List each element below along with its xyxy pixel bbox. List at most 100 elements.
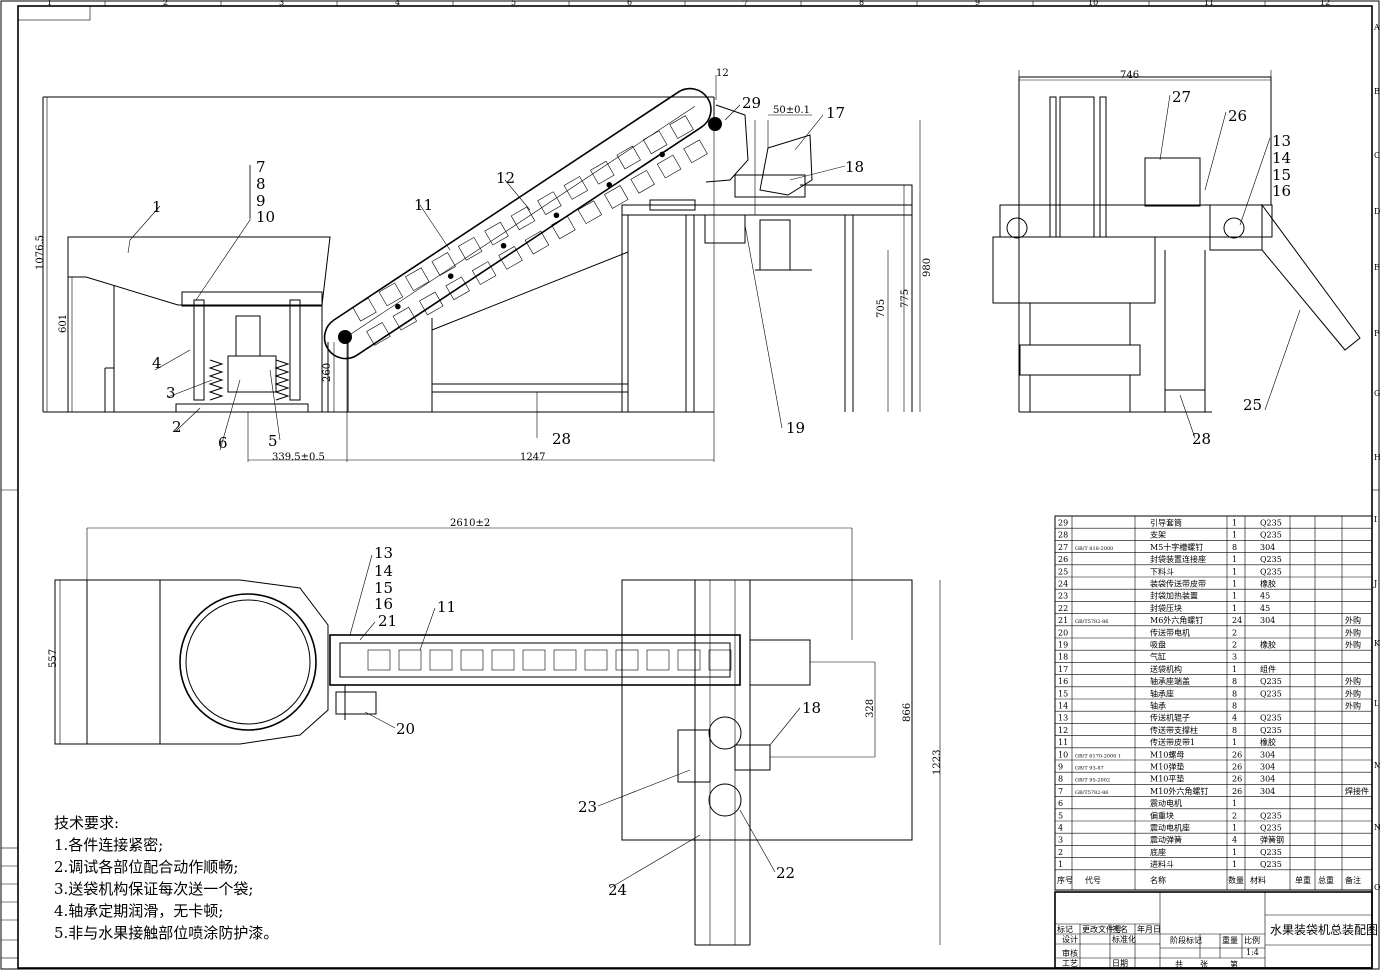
- bom-no: 17: [1058, 665, 1068, 674]
- bom-name: 轴承座端盖: [1150, 676, 1190, 686]
- plan-view: [54, 579, 913, 946]
- dim-705: 705: [876, 299, 887, 318]
- bom-name: 震动弹簧: [1150, 835, 1182, 845]
- bom-no: 27: [1058, 543, 1068, 552]
- bom-name: 传送机辊子: [1150, 713, 1190, 723]
- tech-item: 5.非与水果接触部位喷涂防护漆。: [54, 924, 279, 942]
- balloon-p18: 18: [802, 699, 821, 717]
- bom-name: 引导套筒: [1150, 518, 1182, 528]
- bom-qty: 8: [1232, 689, 1237, 698]
- bom-no: 7: [1058, 787, 1063, 796]
- conveyor-bucket: [537, 191, 562, 215]
- grid-letter: E: [1374, 263, 1380, 272]
- bom-note: 外购: [1345, 701, 1361, 711]
- bom-no: 24: [1058, 580, 1068, 589]
- grid-letter: M: [1374, 761, 1380, 770]
- bom-no: 21: [1058, 616, 1068, 625]
- bom-material: 304: [1260, 787, 1275, 796]
- bom-qty: 24: [1232, 616, 1242, 625]
- balloon-s16: 16: [1272, 182, 1291, 200]
- bom-name: 封袋加热装置: [1150, 591, 1198, 601]
- grid-number: 4: [395, 0, 400, 7]
- bom-qty: 8: [1232, 702, 1237, 711]
- grid-letter: O: [1374, 883, 1380, 892]
- grid-letter: A: [1373, 23, 1380, 32]
- balloon-s14: 14: [1272, 149, 1291, 167]
- role-label: 审核: [1062, 948, 1078, 958]
- balloon-19: 19: [786, 419, 805, 437]
- bom-qty: 1: [1232, 519, 1237, 528]
- bom-qty: 2: [1232, 641, 1237, 650]
- balloon-p16: 16: [374, 595, 393, 613]
- balloon-p23: 23: [578, 798, 597, 816]
- plan-bucket: [584, 649, 608, 671]
- bom-material: 304: [1260, 616, 1275, 625]
- role-label: 年月日: [1137, 924, 1161, 934]
- bom-no: 15: [1058, 689, 1068, 698]
- conveyor-bucket: [683, 139, 708, 164]
- dim-2610: 2610±2: [450, 518, 490, 529]
- bom-material: Q235: [1260, 531, 1282, 540]
- conveyor-bucket: [577, 200, 603, 225]
- conveyor-bucket: [484, 221, 509, 246]
- bom-material: 橡胶: [1260, 640, 1276, 650]
- front-view-dimensions: [46, 97, 921, 462]
- dim-866: 866: [902, 703, 913, 722]
- bom-material: Q235: [1260, 555, 1282, 564]
- balloon-s13: 13: [1272, 132, 1291, 150]
- balloon-4: 4: [152, 354, 162, 372]
- bom-note: 外购: [1345, 688, 1361, 698]
- tech-item: 2.调试各部位配合动作顺畅;: [54, 858, 239, 876]
- bom-no: 10: [1058, 750, 1068, 759]
- bom-no: 8: [1058, 775, 1063, 784]
- dim-1223: 1223: [932, 750, 943, 775]
- bom-no: 11: [1058, 738, 1068, 747]
- bom-note: 焊接件: [1345, 786, 1369, 796]
- belt-support: [395, 303, 401, 310]
- dim-601: 601: [58, 314, 69, 333]
- bom-name: 封袋装置连接座: [1150, 554, 1206, 564]
- bom-no: 16: [1058, 677, 1068, 686]
- bom-qty: 26: [1232, 787, 1242, 796]
- conveyor-bucket: [563, 176, 589, 200]
- bom-code: GB/T5782-86: [1075, 790, 1108, 796]
- bom-no: 26: [1058, 555, 1068, 564]
- balloon-1: 1: [152, 198, 162, 216]
- bom-no: 2: [1058, 848, 1063, 857]
- bom-material: 304: [1260, 750, 1275, 759]
- bom-name: 轴承座: [1150, 688, 1174, 698]
- conveyor-bucket: [616, 145, 641, 170]
- bom-material: Q235: [1260, 726, 1282, 735]
- dim-557: 557: [48, 649, 59, 668]
- bom-code: GB/T 6170-2000 1: [1075, 753, 1121, 759]
- bom-frame: [1054, 515, 1373, 891]
- bom-name: 震动电机: [1150, 798, 1182, 808]
- grid-number: 10: [1088, 0, 1098, 7]
- belt-support: [500, 242, 507, 249]
- bom-no: 25: [1058, 567, 1068, 576]
- bom-qty: 1: [1232, 592, 1237, 601]
- tech-item: 1.各件连接紧密;: [54, 836, 164, 854]
- bom-qty: 8: [1232, 726, 1237, 735]
- bom-name: 传送带电机: [1150, 627, 1190, 637]
- balloon-9: 9: [256, 192, 266, 210]
- role-label: 更改文件号: [1082, 924, 1122, 934]
- balloon-6: 6: [218, 434, 228, 452]
- sheet-no: 第: [1230, 959, 1238, 969]
- dim-980: 980: [922, 258, 933, 277]
- dim-328: 328: [865, 699, 876, 718]
- balloon-7: 7: [256, 158, 266, 176]
- bom-qty: 1: [1232, 848, 1237, 857]
- plan-bucket: [429, 649, 453, 671]
- bom-material: Q235: [1260, 824, 1282, 833]
- bom-name: M6外六角螺钉: [1150, 615, 1203, 625]
- balloon-5: 5: [268, 432, 278, 450]
- belt-support: [553, 212, 560, 219]
- role-label: 工艺: [1062, 959, 1078, 968]
- bom-name: 装袋传送带皮带: [1150, 579, 1206, 589]
- balloon-3: 3: [166, 384, 176, 402]
- bom-qty: 8: [1232, 543, 1237, 552]
- weight-label: 重量: [1222, 935, 1238, 945]
